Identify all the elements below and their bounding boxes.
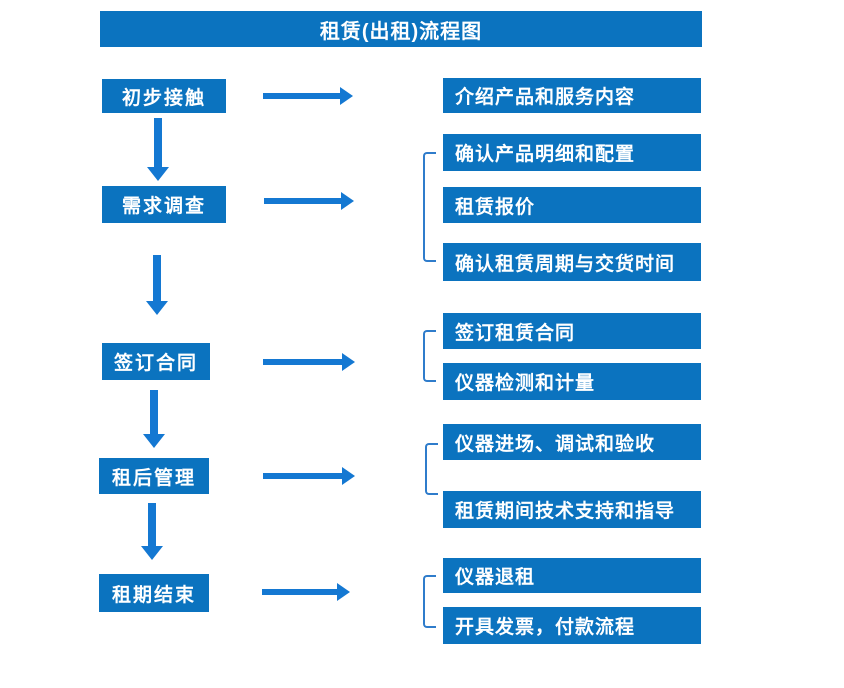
detail-box-technical-support: 租赁期间技术支持和指导	[443, 491, 701, 528]
group-bracket-post-rental	[425, 443, 438, 495]
right-arrow-head	[341, 192, 354, 210]
step-box-initial-contact: 初步接触	[102, 79, 226, 113]
step-box-rental-end: 租期结束	[99, 574, 209, 612]
right-arrow-3	[263, 353, 355, 371]
right-arrow-4	[263, 467, 355, 485]
down-arrow-shaft	[148, 503, 156, 546]
down-arrow-head	[147, 167, 169, 181]
group-bracket-sign-contract	[423, 330, 436, 382]
step-box-post-rental-management: 租后管理	[99, 458, 209, 494]
right-arrow-1	[263, 87, 353, 105]
down-arrow-shaft	[153, 255, 161, 301]
down-arrow-shaft	[150, 390, 158, 434]
detail-box-instrument-acceptance: 仪器进场、调试和验收	[443, 424, 701, 460]
down-arrow-shaft	[154, 118, 162, 167]
right-arrow-shaft	[262, 589, 337, 595]
right-arrow-shaft	[263, 359, 342, 365]
right-arrow-head	[337, 583, 350, 601]
right-arrow-shaft	[264, 198, 341, 204]
flowchart-title: 租赁(出租)流程图	[100, 11, 702, 47]
down-arrow-head	[141, 546, 163, 560]
right-arrow-head	[340, 87, 353, 105]
detail-box-introduce-products: 介绍产品和服务内容	[443, 78, 701, 113]
step-box-sign-contract: 签订合同	[102, 343, 210, 380]
down-arrow-2	[146, 255, 168, 315]
detail-box-instrument-testing: 仪器检测和计量	[443, 363, 701, 400]
right-arrow-head	[342, 467, 355, 485]
detail-box-instrument-return: 仪器退租	[443, 558, 701, 593]
down-arrow-4	[141, 503, 163, 560]
down-arrow-1	[147, 118, 169, 181]
detail-box-confirm-product-config: 确认产品明细和配置	[443, 134, 701, 171]
group-bracket-rental-end	[423, 575, 436, 628]
detail-box-confirm-period-delivery: 确认租赁周期与交货时间	[443, 243, 701, 281]
detail-box-rental-quotation: 租赁报价	[443, 187, 701, 223]
right-arrow-head	[342, 353, 355, 371]
down-arrow-head	[143, 434, 165, 448]
group-bracket-demand-survey	[423, 152, 436, 262]
detail-box-invoice-payment: 开具发票，付款流程	[443, 607, 701, 644]
right-arrow-shaft	[263, 473, 342, 479]
right-arrow-shaft	[263, 93, 340, 99]
down-arrow-head	[146, 301, 168, 315]
down-arrow-3	[143, 390, 165, 448]
step-box-demand-survey: 需求调查	[102, 186, 226, 223]
right-arrow-5	[262, 583, 350, 601]
right-arrow-2	[264, 192, 354, 210]
detail-box-sign-rental-contract: 签订租赁合同	[443, 313, 701, 349]
